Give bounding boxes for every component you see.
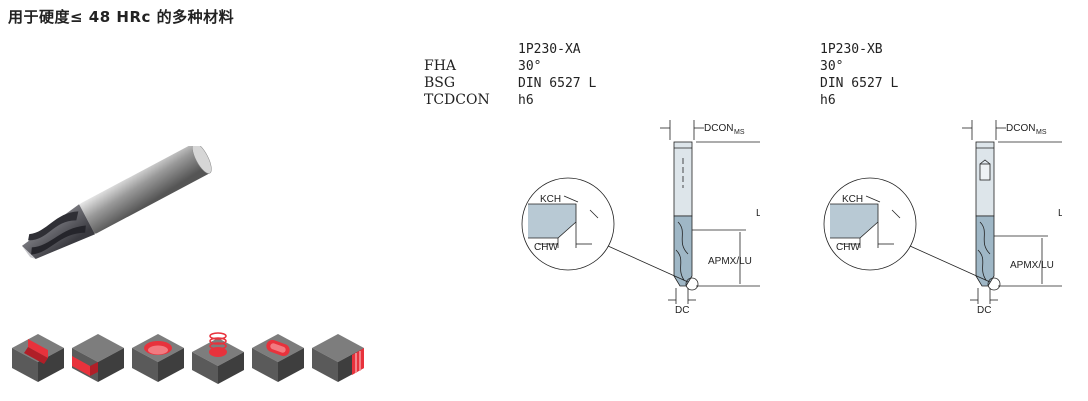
label-fha: FHA bbox=[424, 58, 457, 74]
label-dc: DC bbox=[675, 305, 689, 316]
slot-milling-icon bbox=[12, 334, 64, 382]
side-milling-icon bbox=[312, 334, 364, 382]
end-mill-product-image bbox=[21, 146, 212, 259]
value-tcdcon: h6 bbox=[518, 93, 534, 108]
page-title: 用于硬度≤ 48 HRc 的多种材料 bbox=[8, 8, 235, 26]
label-dcon: DCON bbox=[704, 123, 733, 134]
pocket-milling-icon bbox=[132, 334, 184, 382]
label-bsg: BSG bbox=[424, 75, 456, 91]
label-chw: CHW bbox=[836, 242, 860, 253]
label-chw: CHW bbox=[534, 242, 558, 253]
profile-milling-icon bbox=[252, 334, 304, 382]
spec-column-xb: 1P230-XB 30° DIN 6527 L h6 bbox=[820, 41, 898, 109]
value-tcdcon: h6 bbox=[820, 93, 836, 108]
shoulder-milling-icon bbox=[72, 334, 124, 382]
label-apmx: APMX/LU bbox=[1010, 260, 1054, 271]
label-dcon-sub: MS bbox=[734, 129, 745, 136]
helical-interpolation-icon bbox=[192, 332, 244, 384]
value-fha: 30° bbox=[518, 59, 542, 74]
label-dc: DC bbox=[977, 305, 991, 316]
label-dcon: DCON bbox=[1006, 123, 1035, 134]
variant-code: 1P230-XB bbox=[820, 42, 883, 57]
label-kch: KCH bbox=[842, 194, 863, 205]
drawing-xa: DCON MS LF APMX/LU DC KCH CHW bbox=[521, 120, 760, 316]
label-lf: LF bbox=[756, 208, 760, 219]
value-bsg: DIN 6527 L bbox=[820, 76, 899, 91]
variant-code: 1P230-XA bbox=[518, 42, 581, 57]
label-tcdcon: TCDCON bbox=[424, 92, 490, 108]
spec-labels: FHA BSG TCDCON bbox=[424, 58, 490, 109]
spec-column-xa: 1P230-XA 30° DIN 6527 L h6 bbox=[518, 41, 596, 109]
label-dcon-sub: MS bbox=[1036, 129, 1047, 136]
label-kch: KCH bbox=[540, 194, 561, 205]
label-lf: LF bbox=[1058, 208, 1062, 219]
value-bsg: DIN 6527 L bbox=[518, 76, 597, 91]
value-fha: 30° bbox=[820, 59, 844, 74]
operation-icons bbox=[10, 326, 366, 388]
drawing-xb: DCON MS LF APMX/LU DC KCH CHW bbox=[823, 120, 1062, 316]
label-apmx: APMX/LU bbox=[708, 256, 752, 267]
